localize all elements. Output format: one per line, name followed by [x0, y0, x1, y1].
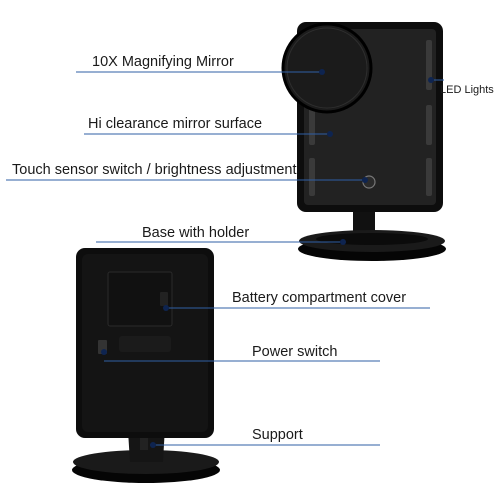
- battery-compartment-cover: [107, 271, 173, 327]
- label-support: Support: [252, 427, 303, 443]
- magnifying-mirror: [281, 22, 373, 114]
- label-battery-cover: Battery compartment cover: [232, 290, 407, 306]
- dot-led: [428, 77, 434, 83]
- dot-support: [150, 442, 156, 448]
- dot-touch: [362, 177, 368, 183]
- dot-power: [101, 349, 107, 355]
- dot-magnifying: [319, 69, 325, 75]
- front-mirror: [281, 22, 446, 261]
- magnifying-mirror-rim: [286, 27, 368, 109]
- dot-base: [340, 239, 346, 245]
- label-magnifying-mirror: 10X Magnifying Mirror: [92, 54, 234, 70]
- front-stand-neck: [353, 206, 375, 236]
- front-base-holder: [316, 233, 428, 245]
- label-led-lights: LED Lights: [440, 84, 494, 96]
- back-hinge: [119, 336, 171, 352]
- label-touch-sensor: Touch sensor switch / brightness adjustm…: [12, 162, 297, 178]
- battery-cover-latch: [160, 292, 168, 306]
- dot-battery: [163, 305, 169, 311]
- pointer-dots: [101, 69, 434, 448]
- label-power-switch: Power switch: [252, 344, 338, 360]
- led-strip-right: [426, 40, 432, 196]
- leader-lines: [6, 71, 444, 446]
- back-mirror: [72, 248, 220, 483]
- label-base-holder: Base with holder: [142, 225, 250, 241]
- label-mirror-surface: Hi clearance mirror surface: [88, 116, 263, 132]
- dot-mirror-surface: [327, 131, 333, 137]
